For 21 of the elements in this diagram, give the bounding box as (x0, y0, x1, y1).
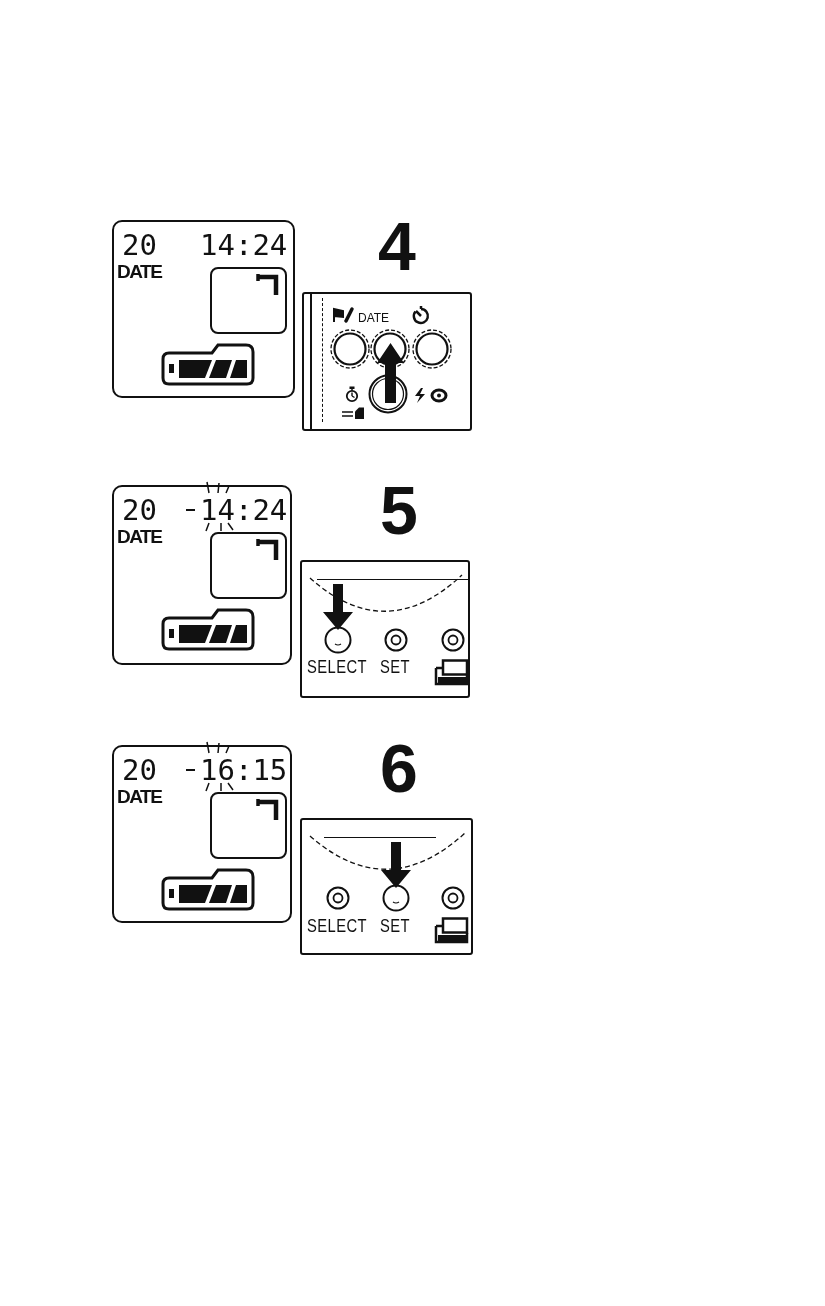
button-label: SELECT (307, 917, 367, 935)
time-digits: 14:24 (200, 496, 288, 525)
date-label: DATE (117, 262, 162, 281)
button-panel (300, 818, 473, 955)
date-digits: 20 (122, 231, 157, 260)
step-number: 6 (380, 734, 418, 802)
button-label: DATE (358, 312, 390, 324)
step-number: 5 (380, 476, 418, 544)
date-label: DATE (117, 787, 162, 806)
date-digits: 20 (122, 496, 157, 525)
button-label: SELECT (307, 658, 367, 676)
date-label: DATE (117, 527, 162, 546)
button-panel (300, 560, 470, 698)
button-panel (302, 292, 472, 431)
lcd-display (112, 220, 295, 398)
step-number: 4 (378, 212, 416, 280)
button-label: SET (380, 658, 410, 676)
time-digits: 16:15 (200, 756, 288, 785)
date-digits: 20 (122, 756, 157, 785)
time-digits: 14:24 (200, 231, 288, 260)
button-label: SET (380, 917, 410, 935)
